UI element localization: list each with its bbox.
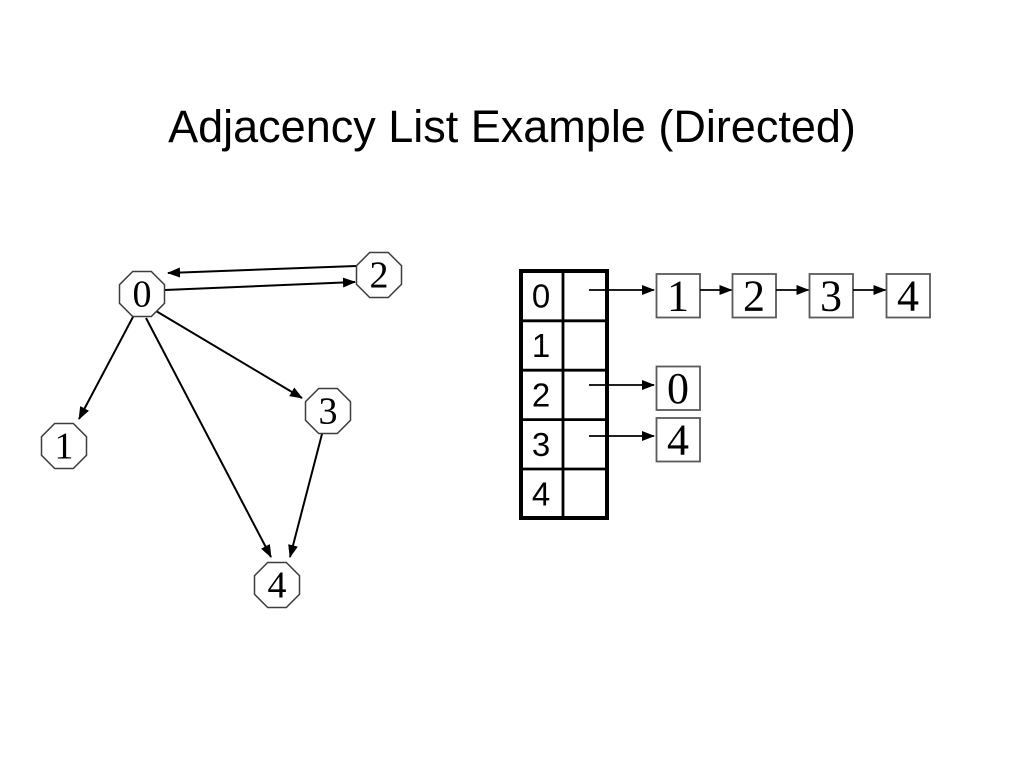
list-node-label: 4 xyxy=(897,272,919,321)
row-index-3: 3 xyxy=(532,426,550,463)
graph-node-1: 1 xyxy=(40,422,88,470)
node-label: 3 xyxy=(319,391,338,433)
row-index-4: 4 xyxy=(532,476,550,513)
list-node-label: 1 xyxy=(667,272,689,321)
node-label: 1 xyxy=(55,426,74,468)
octagon-shape xyxy=(355,251,403,299)
row-index-2: 2 xyxy=(532,377,550,414)
octagon-shape xyxy=(253,561,301,609)
linked-list-row-3: 4 xyxy=(589,416,701,465)
graph-node-4: 4 xyxy=(253,561,301,609)
adjacency-table: 0 1 2 3 4 xyxy=(519,269,609,520)
octagon-shape xyxy=(118,270,166,318)
list-node-label: 2 xyxy=(743,272,765,321)
octagon-shape xyxy=(40,422,88,470)
list-node-label: 0 xyxy=(667,364,689,413)
row-index-0: 0 xyxy=(532,278,550,315)
list-node-box xyxy=(731,273,777,319)
row-index-1: 1 xyxy=(532,327,550,364)
node-label: 0 xyxy=(133,274,152,316)
graph-node-2: 2 xyxy=(355,251,403,299)
list-node-box xyxy=(655,273,701,319)
octagon-shape xyxy=(304,387,352,435)
graph-node-3: 3 xyxy=(304,387,352,435)
linked-list-row-0: 1 2 3 4 xyxy=(589,272,931,321)
edge-0-2 xyxy=(164,277,356,291)
list-node-label: 4 xyxy=(667,416,689,465)
list-node-box xyxy=(885,273,931,319)
directed-graph: 0 1 2 3 4 xyxy=(40,251,403,609)
node-label: 4 xyxy=(268,565,287,607)
graph-node-0: 0 xyxy=(118,270,166,318)
edge-2-0 xyxy=(167,265,357,278)
edge-0-3 xyxy=(155,310,303,399)
slide-title: Adjacency List Example (Directed) xyxy=(168,101,856,152)
list-node-label: 3 xyxy=(820,272,842,321)
edge-0-1 xyxy=(78,314,135,420)
list-node-box xyxy=(655,365,701,411)
list-node-box xyxy=(655,417,701,463)
node-label: 2 xyxy=(370,255,389,297)
edge-3-4 xyxy=(288,433,323,558)
edge-0-4 xyxy=(145,317,272,558)
linked-list-row-2: 0 xyxy=(589,364,701,413)
list-node-box xyxy=(808,273,854,319)
